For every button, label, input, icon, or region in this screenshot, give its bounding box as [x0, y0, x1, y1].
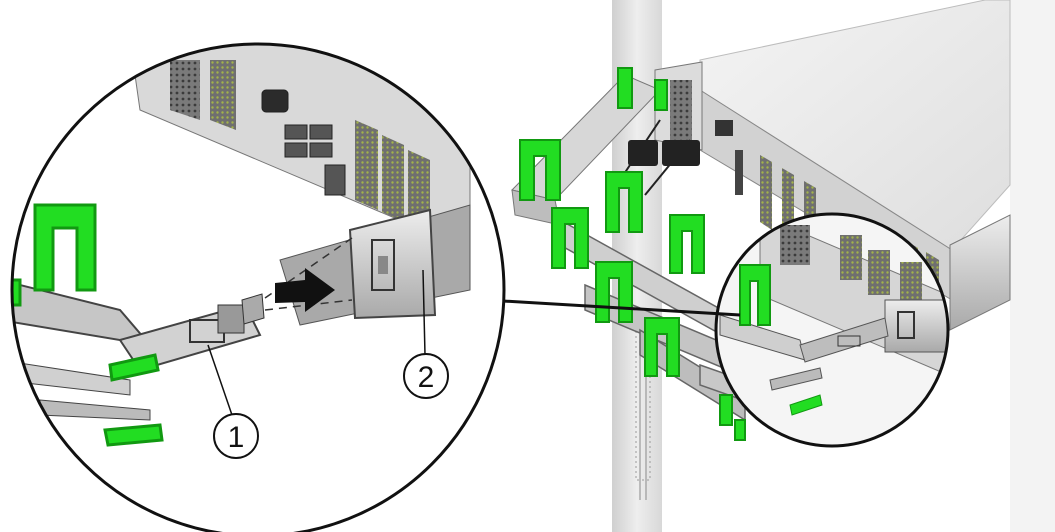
callout-leaders — [207, 269, 426, 416]
power-outlet-2 — [628, 140, 658, 166]
right-rack-rail — [949, 214, 1011, 331]
callout-2-circle — [403, 353, 449, 399]
callout-2-label: 2 — [418, 361, 435, 394]
usb-ports — [261, 89, 346, 196]
arrow-icon — [275, 268, 335, 312]
detail-region-circle — [714, 212, 950, 448]
cma-straps-closeup — [12, 203, 164, 447]
magnified-view — [10, 42, 506, 532]
power-outlet — [662, 140, 700, 166]
callout-1-circle — [213, 413, 259, 459]
server-port — [715, 120, 733, 136]
callout-1-label: 1 — [228, 421, 245, 454]
zoom-leader-lines — [485, 298, 741, 317]
callout-1: 1 — [213, 413, 259, 459]
server-port-2 — [735, 150, 743, 195]
background-panel — [1010, 0, 1055, 532]
callout-2: 2 — [403, 353, 449, 399]
server-psu-vent — [670, 80, 692, 140]
slide-rail-connector-bracket — [348, 208, 437, 320]
